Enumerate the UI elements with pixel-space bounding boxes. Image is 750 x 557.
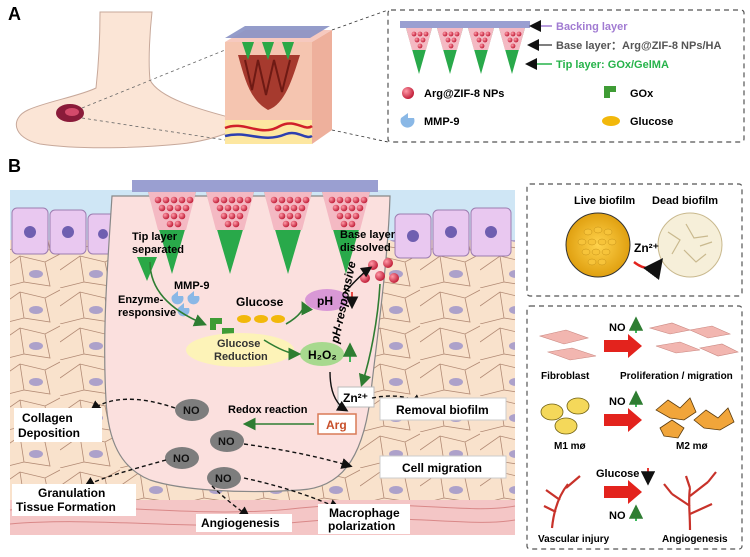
arrow-to-ph: [285, 301, 314, 325]
arg-box: [317, 413, 357, 435]
base-dissolved-line1: Base layer: [340, 229, 396, 241]
glucose-text: Glucose: [236, 295, 284, 309]
collagen-line2: Deposition: [18, 426, 80, 440]
dead-biofilm-cracks: [667, 223, 713, 263]
m2-cells: [655, 397, 735, 439]
cell-migration-text: Cell migration: [402, 461, 482, 475]
ph-text: pH: [317, 294, 333, 308]
ph-bubble: [305, 289, 349, 311]
glucose-label-effect: Glucose: [596, 468, 639, 480]
vascular-text: Vascular injury: [538, 534, 610, 545]
no-text-1: NO: [183, 405, 200, 417]
legend-gox-label: GOx: [630, 88, 654, 100]
removal-text: Removal biofilm: [396, 403, 489, 417]
no-bubbles: [165, 399, 244, 489]
zoom-line-1: [81, 49, 226, 109]
macrophage-box: [318, 504, 410, 534]
skin-cube: [224, 26, 332, 144]
m1-text: M1 mø: [554, 441, 587, 452]
collagen-box: [14, 408, 102, 442]
arrow-ph-release: [344, 266, 373, 293]
glucose-group: [237, 315, 285, 323]
microneedle-schematic: [400, 21, 530, 74]
fibroblast-text: Fibroblast: [541, 371, 590, 382]
mmp9-group: [171, 291, 200, 317]
live-biofilm-disc: [565, 212, 631, 278]
granulation-line1: Granulation: [38, 486, 105, 500]
vascular-injury-icon: [543, 475, 581, 529]
red-arrow-3: [604, 480, 642, 504]
zoom-line-4: [331, 129, 389, 143]
gred-line1: Glucose: [217, 338, 260, 350]
base-dissolved-line2: dissolved: [340, 242, 391, 254]
arrow-to-h2o2: [263, 339, 302, 361]
red-arrow-2: [604, 408, 642, 432]
effects-box: [526, 305, 743, 550]
proliferation-text: Proliferation / migration: [620, 371, 733, 382]
panel-label-b: B: [8, 156, 21, 176]
h2o2-text: H₂O₂: [308, 348, 337, 362]
microneedle-patch: [132, 180, 378, 274]
angio-effect-text: Angiogenesis: [662, 534, 728, 545]
arrow-enzyme: [149, 261, 207, 327]
m1-cells: [540, 397, 590, 435]
legend-glucose-label: Glucose: [630, 116, 673, 128]
fibroblast-cells: [538, 329, 597, 361]
macro-line2: polarization: [328, 519, 395, 533]
granulation-box: [12, 484, 136, 516]
h2o2-bubble: [300, 342, 344, 366]
no-text-2: NO: [218, 436, 235, 448]
legend-tip-label: Tip layer: GOx/GelMA: [556, 59, 669, 71]
zoom-line-2: [81, 117, 226, 141]
arg-text: Arg: [326, 418, 347, 432]
live-biofilm-cells: [577, 226, 617, 266]
legend-backing-label: Backing layer: [556, 21, 628, 33]
cell-migration-box: [379, 455, 507, 479]
redox-text: Redox reaction: [228, 404, 308, 416]
angiogenesis-box: [196, 514, 292, 532]
granulation-line2: Tissue Formation: [16, 500, 116, 514]
proliferated-cells: [648, 322, 739, 357]
m2-text: M2 mø: [676, 441, 709, 452]
enzyme-line2: responsive: [118, 307, 176, 319]
enzyme-line1: Enzyme-: [118, 294, 164, 306]
no-label-vascular: NO: [609, 510, 626, 522]
live-biofilm-text: Live biofilm: [574, 195, 635, 207]
dead-biofilm-disc: [657, 212, 723, 278]
no-label-fibroblast: NO: [609, 322, 626, 334]
legend-base-label: Base layer：Arg@ZIF-8 NPs/HA: [556, 40, 721, 52]
no-label-m1: NO: [609, 396, 626, 408]
angiogenesis-text: Angiogenesis: [201, 516, 280, 530]
biofilm-zn-text: Zn²⁺: [634, 241, 659, 255]
separated-tip: [137, 257, 157, 281]
panel-label-a: A: [8, 4, 21, 24]
collagen-line1: Collagen: [22, 411, 73, 425]
legend-nps-label: Arg@ZIF-8 NPs: [424, 88, 504, 100]
no-text-3: NO: [173, 453, 190, 465]
zn-kill-arrow: [633, 258, 664, 280]
zn-text: Zn²⁺: [343, 391, 368, 405]
tip-separated-line1: Tip layer: [132, 231, 178, 243]
arrow-ph-responsive: [358, 283, 381, 388]
mmp9-text: MMP-9: [174, 280, 209, 292]
tip-separated-line2: separated: [132, 244, 184, 256]
gox-icon: [604, 86, 616, 98]
red-arrow-1: [604, 334, 642, 358]
np-icon: [402, 87, 414, 99]
glucose-icon: [602, 116, 620, 126]
gred-line2: Reduction: [214, 351, 268, 363]
angiogenesis-icon: [663, 471, 717, 531]
no-text-4: NO: [215, 473, 232, 485]
dead-biofilm-text: Dead biofilm: [652, 195, 718, 207]
legend-mmp-label: MMP-9: [424, 116, 459, 128]
arrow-to-arg: [329, 371, 349, 412]
mmp9-icon: [400, 113, 415, 128]
zoom-line-3: [331, 9, 389, 31]
foot-illustration: [15, 11, 233, 149]
removal-box: [379, 397, 507, 421]
macro-line1: Macrophage: [329, 506, 400, 520]
